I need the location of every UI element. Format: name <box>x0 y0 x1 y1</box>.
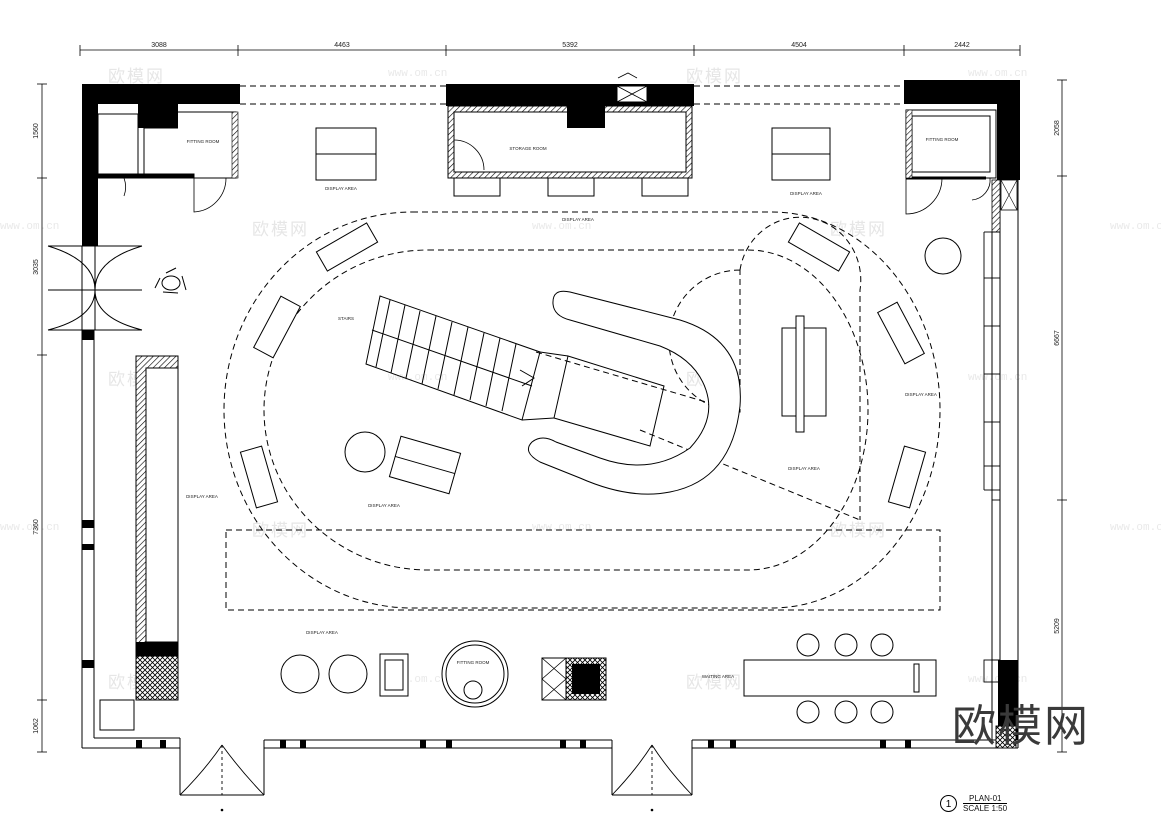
label-display-bottom-left: DISPLAY AREA <box>306 630 338 635</box>
label-waiting-area: WAITING AREA <box>702 674 734 679</box>
right-wall-display-shelves <box>983 231 1017 749</box>
dim-top-3: 5392 <box>562 42 578 49</box>
left-dimension-line <box>37 83 47 753</box>
dim-left-2: 3035 <box>33 259 40 275</box>
label-display-center-left: DISPLAY AREA <box>368 503 400 508</box>
dim-top-4: 4504 <box>791 42 807 49</box>
storage-room <box>447 105 693 197</box>
staircase <box>365 295 665 447</box>
label-display-oval-top: DISPLAY AREA <box>562 217 594 222</box>
waiting-area-bench <box>743 659 937 697</box>
top-window-box <box>616 72 648 103</box>
left-wall-posts <box>82 330 94 668</box>
label-display-left-wall: DISPLAY AREA <box>186 494 218 499</box>
right-fitting-hatch <box>905 109 913 179</box>
curved-display-counter <box>527 290 741 495</box>
bottom-wall-posts <box>136 740 911 748</box>
entrance-door-right <box>611 744 693 796</box>
label-storage-room: STORAGE ROOM <box>509 146 546 151</box>
display-table-top-right <box>771 127 831 181</box>
left-wall-shelf <box>99 355 179 731</box>
top-dimension-line <box>79 45 1021 56</box>
dim-top-1: 3088 <box>151 42 167 49</box>
dim-right-2: 6667 <box>1054 330 1061 346</box>
drawing-name: PLAN-01 <box>969 794 1002 803</box>
entrance-markers <box>220 808 654 812</box>
waiting-area-stools <box>796 633 894 724</box>
drawing-number: 1 <box>940 795 957 812</box>
dim-top-2: 4463 <box>334 42 350 49</box>
label-fitting-room-right: FITTING ROOM <box>926 137 959 142</box>
label-display-right: DISPLAY AREA <box>905 392 937 397</box>
dim-top-5: 2442 <box>954 42 970 49</box>
right-dimension-line <box>1057 79 1067 753</box>
bottom-wall <box>179 738 1018 796</box>
oval-display-zone <box>223 211 941 611</box>
label-stairs: STAIRS <box>338 316 354 321</box>
label-display-top-left: DISPLAY AREA <box>325 186 357 191</box>
display-table-top-left <box>315 127 377 181</box>
round-table-center <box>344 431 386 473</box>
cross-display-table <box>781 315 827 433</box>
bottom-round-tables <box>280 654 368 694</box>
bottom-mirror <box>379 653 409 697</box>
drawing-scale: SCALE 1:50 <box>963 803 1008 813</box>
dim-right-3: 5209 <box>1054 618 1061 634</box>
oval-perimeter-panels <box>239 222 927 509</box>
dim-left-4: 1062 <box>33 718 40 734</box>
right-wall-hatch <box>991 179 1001 233</box>
label-fitting-room-left: FITTING ROOM <box>187 139 220 144</box>
label-display-top-right: DISPLAY AREA <box>790 191 822 196</box>
right-fitting-room <box>905 109 997 215</box>
entrance-door-left <box>179 744 265 796</box>
person-icon <box>154 267 187 294</box>
drawing-title-block: 1 PLAN-01 SCALE 1:50 <box>938 794 1048 813</box>
left-fitting-room <box>97 111 237 213</box>
display-table-center <box>388 435 462 495</box>
dim-left-1: 1560 <box>33 123 40 139</box>
revolving-door <box>47 245 143 331</box>
dim-right-1: 2058 <box>1054 120 1061 136</box>
dim-left-3: 7360 <box>33 519 40 535</box>
top-openings <box>240 85 904 105</box>
round-table-right <box>924 237 962 275</box>
bottom-storage-cabinet <box>541 657 607 701</box>
exterior-walls <box>82 80 1020 740</box>
round-fitting-room <box>441 640 509 708</box>
label-fitting-room-round: FITTING ROOM <box>457 660 490 665</box>
watermark-logo-large: 欧模网 <box>952 701 1090 752</box>
label-display-center-right: DISPLAY AREA <box>788 466 820 471</box>
left-fitting-hatch <box>231 111 239 179</box>
